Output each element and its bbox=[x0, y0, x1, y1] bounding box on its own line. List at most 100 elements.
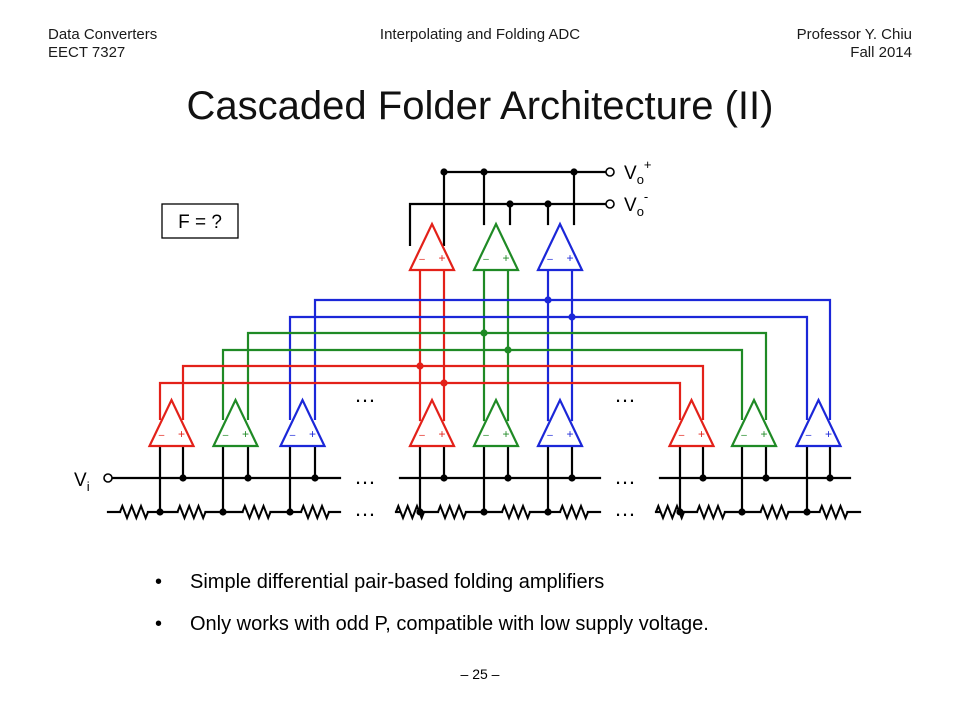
amp-plus-sign: + bbox=[178, 427, 185, 441]
resistor bbox=[395, 503, 425, 521]
junction-dot bbox=[504, 346, 512, 354]
bottom-amp-green: –+ bbox=[211, 397, 260, 448]
amp-triangle bbox=[536, 397, 584, 448]
junction-dot bbox=[699, 474, 707, 482]
bottom-amp-red: –+ bbox=[147, 397, 196, 448]
junction-dot bbox=[480, 329, 488, 337]
amp-triangle bbox=[536, 221, 584, 272]
top-amp-red: –+ bbox=[408, 221, 456, 272]
amp-minus-sign: – bbox=[159, 430, 165, 441]
circuit-wires bbox=[106, 170, 862, 521]
ellipsis-vi-left: … bbox=[354, 464, 376, 489]
amp-minus-sign: – bbox=[290, 430, 296, 441]
amp-triangle bbox=[211, 397, 260, 448]
slide-title: Cascaded Folder Architecture (II) bbox=[186, 84, 774, 128]
junction-dot bbox=[440, 168, 448, 176]
amp-plus-sign: + bbox=[698, 427, 705, 441]
amp-plus-sign: + bbox=[502, 427, 509, 441]
junction-dot bbox=[440, 379, 448, 387]
resistor bbox=[501, 503, 531, 521]
amp-plus-sign: + bbox=[438, 427, 445, 441]
amp-triangle bbox=[472, 397, 520, 448]
ellipsis-mid-right: … bbox=[614, 382, 636, 407]
amp-triangle bbox=[408, 397, 456, 448]
bullet-list: Simple differential pair-based folding a… bbox=[155, 570, 709, 654]
amp-triangle bbox=[730, 397, 778, 448]
bottom-amp-green: –+ bbox=[730, 397, 778, 448]
vi-label: Vi bbox=[74, 470, 90, 494]
junction-dot bbox=[568, 313, 576, 321]
course-code: EECT 7327 bbox=[48, 44, 126, 61]
amp-plus-sign: + bbox=[760, 427, 767, 441]
junction-dot bbox=[311, 474, 319, 482]
resistor bbox=[300, 503, 330, 521]
header-topic: Interpolating and Folding ADC bbox=[379, 26, 581, 43]
question-box-label: F = ? bbox=[178, 212, 222, 233]
ellipsis-vi-right: … bbox=[614, 464, 636, 489]
bullet-item: Only works with odd P, compatible with l… bbox=[155, 612, 709, 636]
junction-dot bbox=[803, 508, 811, 516]
junction-dot bbox=[738, 508, 746, 516]
folding-amplifiers: –+–+–+–+–+–+–+–+–+–+–+–+ bbox=[147, 221, 843, 448]
resistor bbox=[759, 503, 790, 521]
junction-dot bbox=[416, 362, 424, 370]
vo-minus-bus bbox=[408, 202, 610, 246]
amp-minus-sign: – bbox=[547, 254, 553, 265]
bottom-amp-red: –+ bbox=[408, 397, 456, 448]
amp-minus-sign: – bbox=[547, 430, 553, 441]
junction-dot bbox=[244, 474, 252, 482]
ellipsis-group: … … … … … … bbox=[354, 382, 636, 521]
ellipsis-ladder-right: … bbox=[614, 496, 636, 521]
amp-minus-sign: – bbox=[223, 430, 229, 441]
instructor-name: Professor Y. Chiu bbox=[796, 26, 912, 43]
junction-dot bbox=[826, 474, 834, 482]
blue-bus-inner bbox=[288, 315, 809, 420]
resistor bbox=[437, 503, 467, 521]
amp-triangle bbox=[147, 397, 196, 448]
resistor bbox=[818, 503, 849, 521]
amp-triangle bbox=[472, 221, 520, 272]
junction-dot bbox=[544, 296, 552, 304]
amp-plus-sign: + bbox=[566, 251, 573, 265]
resistor bbox=[655, 503, 685, 521]
bottom-amp-green: –+ bbox=[472, 397, 520, 448]
green-bus-outer bbox=[246, 331, 768, 420]
ellipsis-mid-left: … bbox=[354, 382, 376, 407]
amp-plus-sign: + bbox=[502, 251, 509, 265]
junction-dot bbox=[480, 168, 488, 176]
junction-dots bbox=[103, 167, 834, 516]
bottom-amp-blue: –+ bbox=[794, 397, 843, 448]
junction-dot bbox=[504, 474, 512, 482]
resistor bbox=[696, 503, 726, 521]
junction-dot bbox=[156, 508, 164, 516]
junction-dot bbox=[286, 508, 294, 516]
resistor bbox=[241, 503, 272, 521]
amp-minus-sign: – bbox=[679, 430, 685, 441]
amp-minus-sign: – bbox=[483, 254, 489, 265]
amp-plus-sign: + bbox=[242, 427, 249, 441]
amp-minus-sign: – bbox=[483, 430, 489, 441]
question-box bbox=[161, 203, 239, 239]
ellipsis-ladder-left: … bbox=[354, 496, 376, 521]
course-name: Data Converters bbox=[48, 26, 158, 43]
top-amp-blue: –+ bbox=[536, 221, 584, 272]
vo-minus-terminal bbox=[605, 199, 615, 209]
junction-dot bbox=[440, 474, 448, 482]
junction-dot bbox=[416, 508, 424, 516]
junction-dot bbox=[219, 508, 227, 516]
junction-dot bbox=[179, 474, 187, 482]
junction-dot bbox=[570, 168, 578, 176]
vo-plus-terminal bbox=[605, 167, 615, 177]
amp-triangle bbox=[408, 221, 456, 272]
vi-terminal bbox=[103, 473, 113, 483]
junction-dot bbox=[544, 508, 552, 516]
resistor bbox=[176, 503, 207, 521]
amp-plus-sign: + bbox=[309, 427, 316, 441]
amp-minus-sign: – bbox=[419, 430, 425, 441]
amp-plus-sign: + bbox=[825, 427, 832, 441]
junction-dot bbox=[506, 200, 514, 208]
bottom-amp-blue: –+ bbox=[278, 397, 327, 448]
semester: Fall 2014 bbox=[850, 44, 912, 61]
vo-plus-label: Vo+ bbox=[624, 157, 652, 187]
